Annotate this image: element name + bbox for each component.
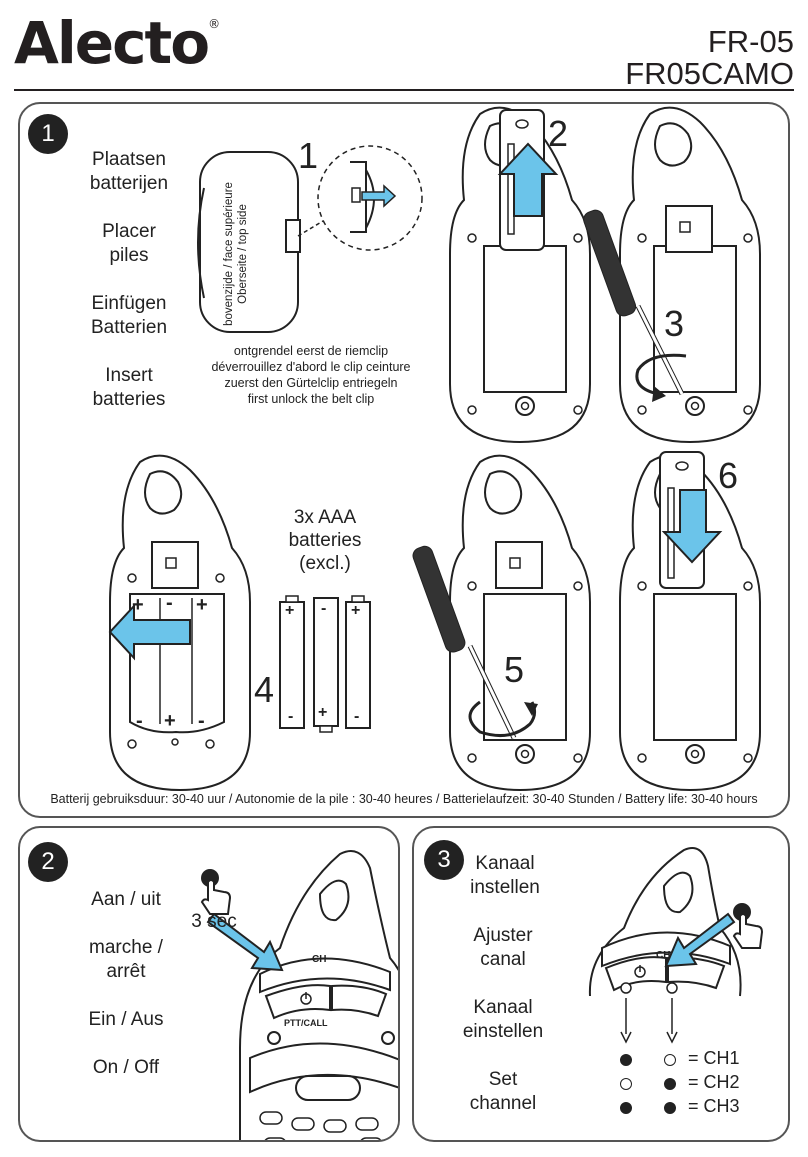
channel-1-label: = CH1	[688, 1048, 740, 1068]
radio-front-on-off	[206, 850, 398, 1140]
step-5: 5	[504, 649, 525, 690]
compartment-minus-3: -	[198, 710, 205, 732]
compartment-plus-3: +	[164, 710, 176, 732]
led-right-ch2	[664, 1078, 676, 1090]
battery-3-plus: +	[351, 602, 361, 619]
led-right-ch3	[664, 1102, 676, 1114]
channel-table: = CH1 = CH2 = CH3	[618, 1048, 768, 1120]
compartment-minus-2: -	[136, 710, 143, 732]
battery-2-plus: +	[318, 704, 328, 721]
compartment-minus-1: -	[166, 592, 173, 614]
registered-mark: ®	[208, 17, 220, 31]
section-number-2: 2	[28, 842, 68, 882]
compartment-plus-1: +	[132, 594, 144, 616]
ptt-button-label: PTT/CALL	[284, 1018, 328, 1028]
battery-life-text: Batterij gebruiksduur: 30-40 uur / Auton…	[50, 792, 758, 806]
label-aan-uit: Aan / uit	[91, 889, 161, 910]
battery-1-plus: +	[285, 602, 295, 619]
header-rule	[14, 89, 794, 91]
channel-row-3: = CH3	[618, 1096, 768, 1120]
channel-press-arrow	[664, 912, 736, 968]
radio-back-screw	[412, 454, 591, 791]
compartment-plus-2: +	[196, 594, 208, 616]
finger-press-icon	[200, 869, 232, 915]
step-6: 6	[718, 455, 739, 496]
radio-back-clip-up	[449, 106, 591, 443]
section-number-3: 3	[424, 840, 464, 880]
led-left-ch1	[620, 1054, 632, 1066]
label-ein-aus: Ein / Aus	[88, 1009, 164, 1030]
section-number-1: 1	[28, 114, 68, 154]
led-indicators	[620, 982, 678, 1044]
ch-button-label: CH	[312, 954, 327, 965]
battery-1-minus: -	[288, 708, 294, 725]
ch-button-label-3: CH	[656, 950, 671, 961]
model-number: FR-05	[707, 24, 794, 59]
panel-on-off	[18, 826, 400, 1142]
radio-back-clip-down	[619, 451, 761, 791]
model-code: FR05CAMO	[625, 56, 794, 91]
step-4: 4	[254, 669, 275, 710]
brand-name: Alecto	[14, 9, 210, 77]
top-side-view-illustration	[197, 145, 423, 333]
hold-duration: 3 sec	[191, 911, 237, 932]
led-right-ch1	[664, 1054, 676, 1066]
channel-finger-icon	[732, 903, 764, 949]
step-2: 2	[548, 113, 569, 154]
battery-3-minus: -	[354, 708, 360, 725]
radio-battery-compartment	[108, 454, 251, 792]
channel-row-2: = CH2	[618, 1072, 768, 1096]
battery-2-minus: -	[321, 600, 327, 617]
led-left-ch2	[620, 1078, 632, 1090]
aaa-batteries	[279, 595, 371, 733]
label-on-off: On / Off	[92, 1057, 160, 1078]
brand-logo: Alecto®	[14, 14, 220, 72]
step-1: 1	[298, 135, 319, 176]
channel-3-label: = CH3	[688, 1096, 740, 1116]
step-3: 3	[664, 303, 685, 344]
channel-row-1: = CH1	[618, 1048, 768, 1072]
label-marche: marche /arrêt	[89, 937, 163, 982]
radio-back-unscrew	[583, 106, 761, 443]
radio-front-channel	[588, 847, 742, 997]
panel-set-channel	[412, 826, 790, 1142]
led-left-ch3	[620, 1102, 632, 1114]
channel-2-label: = CH2	[688, 1072, 740, 1092]
